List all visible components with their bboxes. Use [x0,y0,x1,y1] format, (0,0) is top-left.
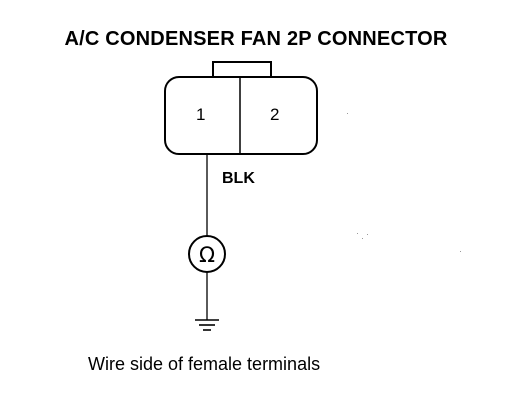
diagram-caption: Wire side of female terminals [88,354,321,374]
scan-speck [362,238,363,239]
scan-speck [357,233,358,234]
connector-body [164,76,318,155]
connector-lock-tab [212,61,272,79]
pin-number-1: 1 [196,105,206,124]
diagram-title: A/C CONDENSER FAN 2P CONNECTOR [64,28,448,50]
scan-speck [367,234,368,235]
scan-speck [460,251,461,252]
scan-speck [347,113,348,114]
wire-color-label: BLK [222,170,255,187]
ground-icon [195,319,219,331]
ohm-icon: Ω [199,243,215,267]
pin-number-2: 2 [270,105,280,124]
